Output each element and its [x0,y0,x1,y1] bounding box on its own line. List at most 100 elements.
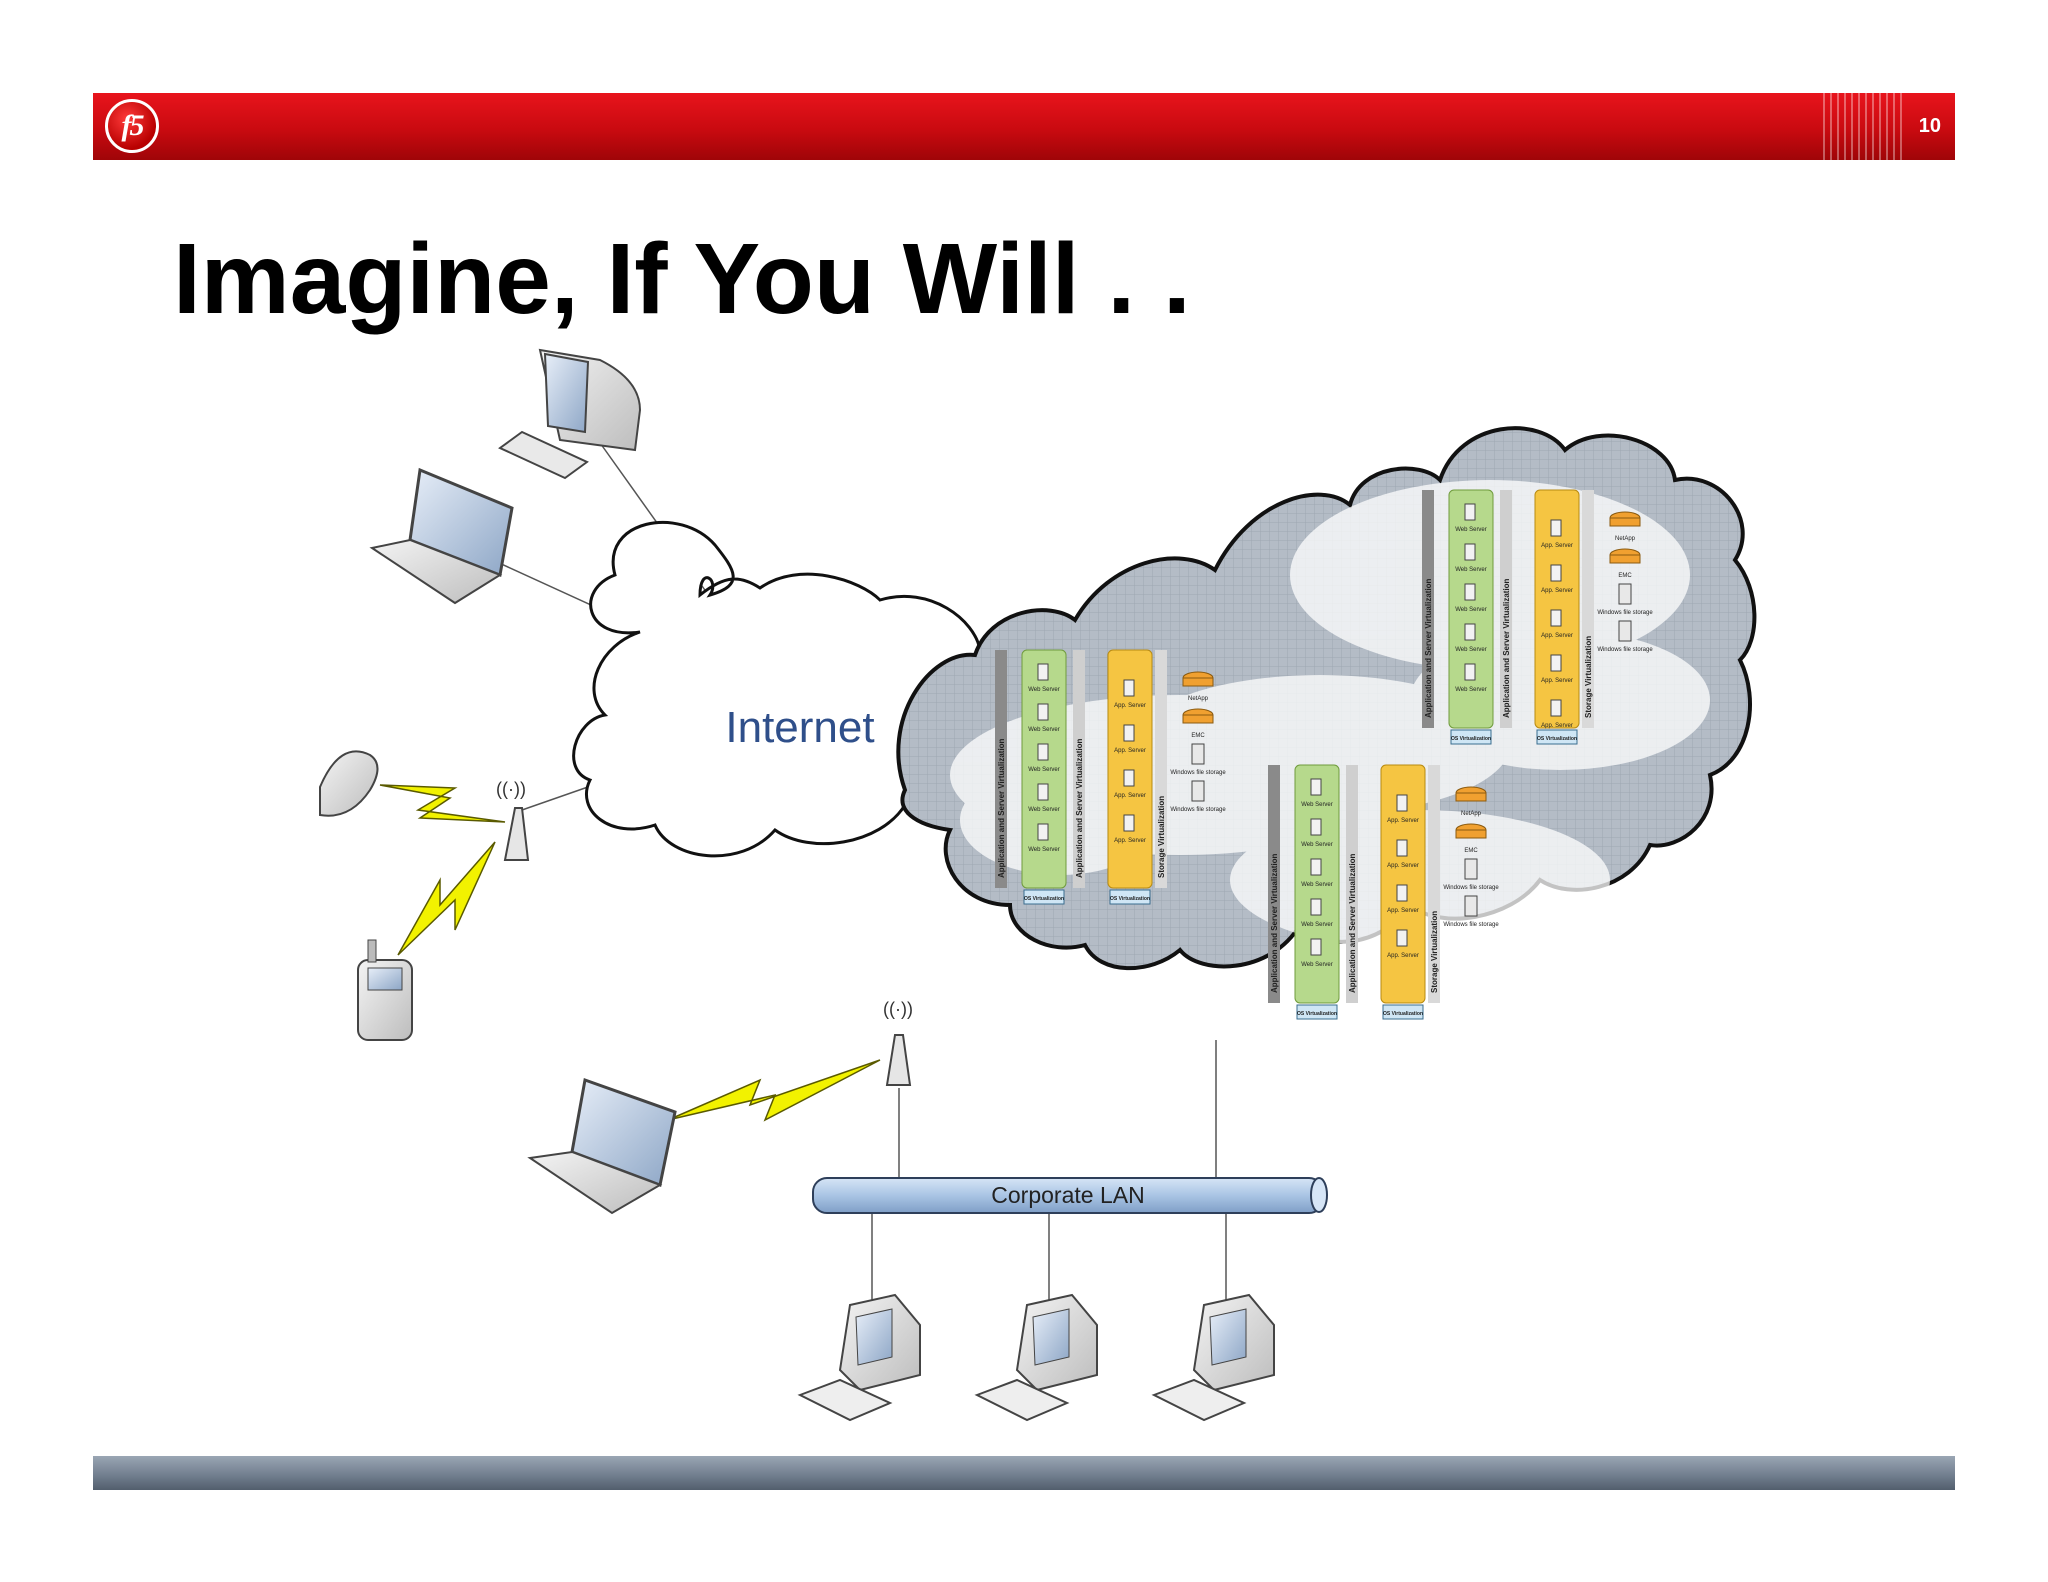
storage-array-body [1609,554,1641,564]
virtualization-bar [1268,765,1280,1003]
web-server-icon [1464,623,1476,641]
os-virtualization-label: OS Virtualization [1297,1011,1337,1017]
app-server-label: App. Server [1541,633,1573,639]
virtualization-bar [1582,490,1594,728]
lan-pc-3 [1151,1293,1275,1422]
laptop-computer-bottom [527,1077,677,1215]
storage-label: Windows file storage [1170,770,1226,776]
virtualization-label: Storage Virtualization [1584,636,1593,718]
storage-label: Windows file storage [1597,610,1653,616]
app-server-icon [1550,519,1562,537]
virtualization-label: Application and Server Virtualization [1502,578,1511,718]
app-server-icon [1550,609,1562,627]
virtualization-label: Application and Server Virtualization [1075,738,1084,878]
storage-label: EMC [1191,733,1205,739]
web-server-label: Web Server [1028,807,1060,813]
web-server-icon [1310,938,1322,956]
web-server-icon [1310,858,1322,876]
virtualization-bar [1346,765,1358,1003]
storage-label: Windows file storage [1443,922,1499,928]
os-virtualization-tag [1382,1004,1424,1020]
os-virtualization-label: OS Virtualization [1383,1011,1423,1017]
wireless-tower-left: ((·)) [496,779,530,861]
web-server-column [1021,649,1067,889]
app-server-label: App. Server [1541,723,1573,729]
corporate-lan-label: Corporate LAN [991,1182,1144,1208]
svg-text:((·)): ((·)) [496,779,526,799]
web-server-icon [1310,778,1322,796]
wireless-tower-bottom: ((·)) [883,999,913,1086]
file-storage-icon [1191,743,1205,765]
desktop-computer [498,348,642,480]
storage-array-body [1182,677,1214,687]
footer-bar [93,1456,1955,1490]
file-storage-icon [1464,895,1478,917]
web-server-icon [1037,663,1049,681]
virtualization-label: Application and Server Virtualization [1348,853,1357,993]
app-server-icon [1123,769,1135,787]
app-server-label: App. Server [1387,863,1419,869]
web-server-label: Web Server [1455,527,1487,533]
web-server-icon [1310,898,1322,916]
virtualization-bar [1428,765,1440,1003]
storage-array-body [1182,714,1214,724]
web-server-label: Web Server [1301,842,1333,848]
web-server-icon [1464,543,1476,561]
page-number: 10 [1918,115,1941,137]
virtualization-label: Application and Server Virtualization [997,738,1006,878]
storage-label: EMC [1618,573,1632,579]
storage-label: Windows file storage [1443,885,1499,891]
app-server-icon [1550,564,1562,582]
app-server-label: App. Server [1541,543,1573,549]
internet-cloud: Internet [572,521,1002,858]
storage-label: NetApp [1615,536,1636,542]
lan-pc-2 [974,1293,1098,1422]
web-server-label: Web Server [1301,922,1333,928]
app-server-icon [1123,814,1135,832]
os-virtualization-tag [1450,729,1492,745]
virtualization-bar [1500,490,1512,728]
web-server-column [1448,489,1494,729]
storage-label: NetApp [1461,811,1482,817]
f5-logo: f5 [105,99,159,153]
web-server-icon [1310,818,1322,836]
header-bar: f5 10 [93,93,1955,160]
app-server-label: App. Server [1114,838,1146,844]
svg-text:((·)): ((·)) [883,999,913,1019]
app-server-label: App. Server [1387,818,1419,824]
web-server-icon [1464,583,1476,601]
app-server-icon [1396,884,1408,902]
web-server-label: Web Server [1028,687,1060,693]
web-server-icon [1464,663,1476,681]
os-virtualization-label: OS Virtualization [1537,736,1577,742]
lan-pc-1 [797,1293,921,1422]
os-virtualization-tag [1536,729,1578,745]
app-server-icon [1123,724,1135,742]
storage-label: Windows file storage [1170,807,1226,813]
storage-array-body [1609,517,1641,527]
app-server-icon [1396,929,1408,947]
file-storage-icon [1618,620,1632,642]
web-server-icon [1037,823,1049,841]
virtualization-bar [1422,490,1434,728]
web-server-icon [1037,783,1049,801]
header-stripes-decoration [1823,93,1903,160]
virtualization-label: Application and Server Virtualization [1424,578,1433,718]
web-server-label: Web Server [1455,567,1487,573]
slide-title: Imagine, If You Will . . [173,223,1191,335]
file-storage-icon [1464,858,1478,880]
laptop-computer [369,467,514,605]
web-server-label: Web Server [1028,727,1060,733]
file-storage-icon [1191,780,1205,802]
web-server-label: Web Server [1455,647,1487,653]
virtualization-bar [1155,650,1167,888]
mobile-phone [357,939,413,1041]
storage-label: EMC [1464,848,1478,854]
virtualization-label: Storage Virtualization [1157,796,1166,878]
app-server-label: App. Server [1114,748,1146,754]
web-server-label: Web Server [1301,882,1333,888]
os-virtualization-tag [1023,889,1065,905]
